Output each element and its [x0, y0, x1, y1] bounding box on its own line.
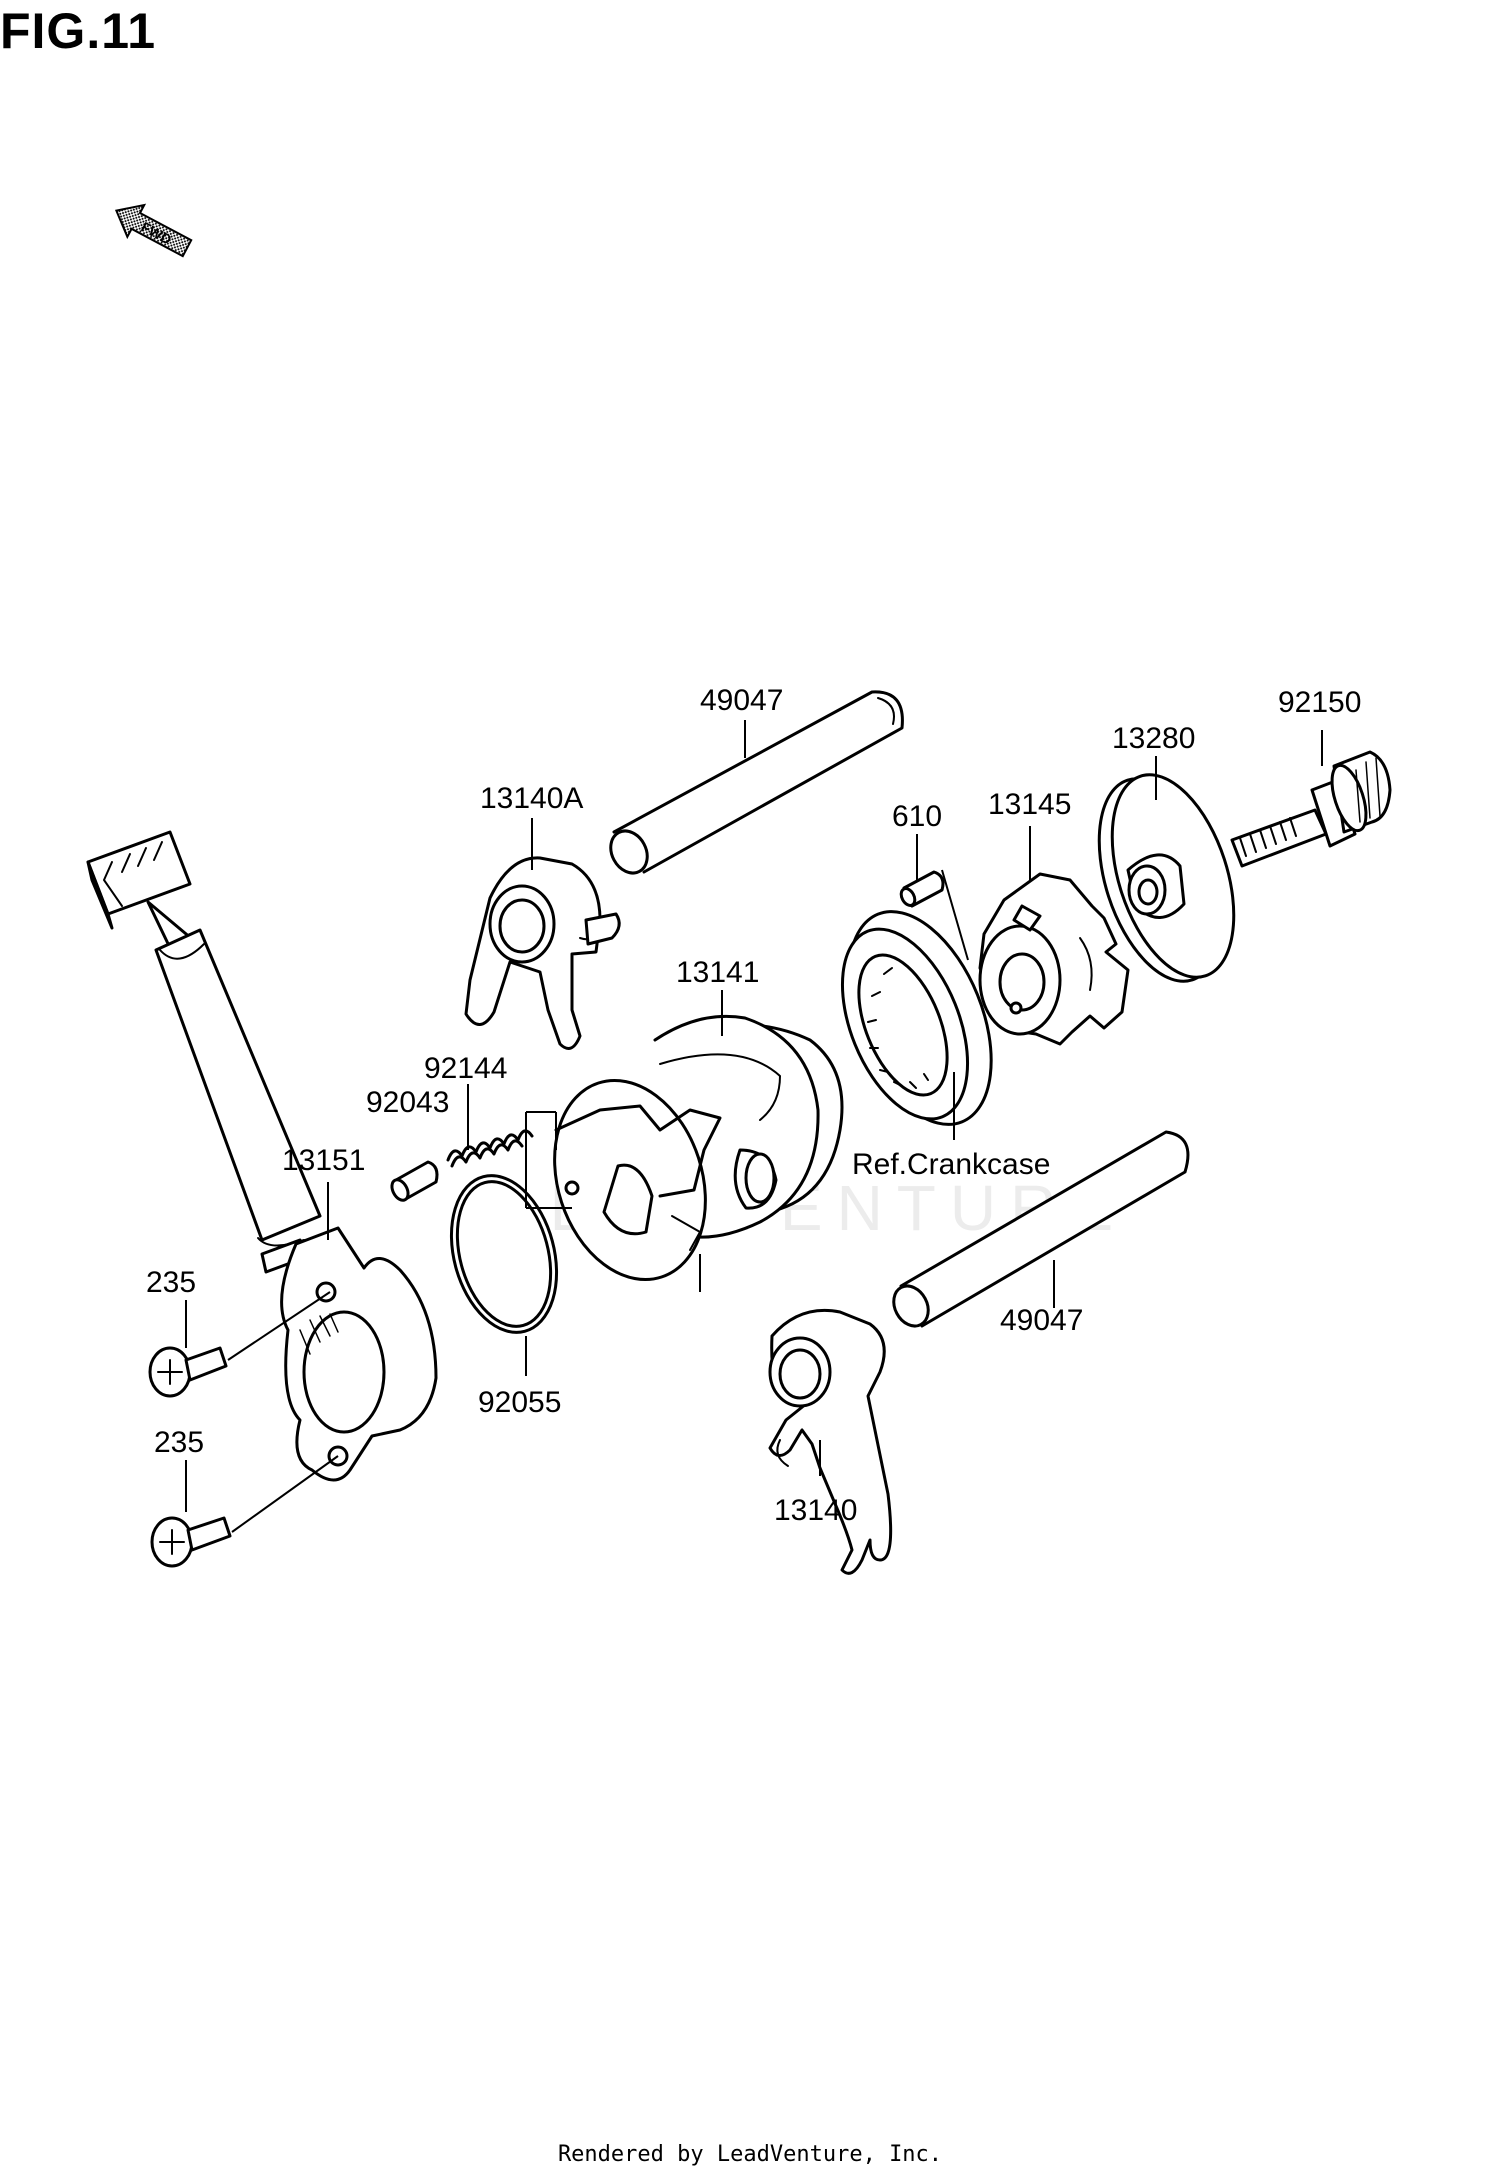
callout-oring: 92055	[478, 1386, 561, 1419]
callout-drum: 13141	[676, 956, 759, 989]
callout-bolt: 92150	[1278, 686, 1361, 719]
callout-fork-upper: 13140A	[480, 782, 583, 815]
shift-drum-holder	[978, 872, 1130, 1046]
callout-bearing-note: Ref.Crankcase	[852, 1148, 1050, 1181]
shift-fork-upper	[464, 856, 621, 1050]
o-ring	[449, 1174, 559, 1334]
detent-pin	[390, 1160, 439, 1202]
callout-sensor: 13151	[282, 1144, 365, 1177]
pin	[899, 870, 945, 908]
callout-shaft-upper: 49047	[700, 684, 783, 717]
footer-credit: Rendered by LeadVenture, Inc.	[557, 2142, 943, 2167]
shift-plate	[1097, 773, 1236, 983]
bolt	[1230, 750, 1392, 868]
detent-spring	[446, 1129, 534, 1168]
callout-plate: 13280	[1112, 722, 1195, 755]
callout-holder: 13145	[988, 788, 1071, 821]
leader-lines	[185, 720, 1323, 1533]
bearing	[840, 910, 993, 1126]
figure-title: FIG.11	[0, 3, 157, 59]
shift-drum	[553, 1014, 844, 1282]
callout-spring: 92144	[424, 1052, 507, 1085]
screw-upper	[148, 1346, 228, 1398]
gear-position-sensor	[86, 830, 438, 1482]
callout-screw-upper: 235	[146, 1266, 196, 1299]
shift-fork-lower	[768, 1308, 893, 1575]
fwd-arrow-icon: FWD	[114, 203, 193, 258]
screw-lower	[150, 1516, 232, 1568]
callout-screw-lower: 235	[154, 1426, 204, 1459]
callout-fork-lower: 13140	[774, 1494, 857, 1527]
callout-detent-pin: 92043	[366, 1086, 449, 1119]
shaft-lower	[892, 1130, 1190, 1328]
callout-shaft-lower: 49047	[1000, 1304, 1083, 1337]
callout-pin: 610	[892, 800, 942, 833]
shaft-upper	[609, 690, 904, 875]
